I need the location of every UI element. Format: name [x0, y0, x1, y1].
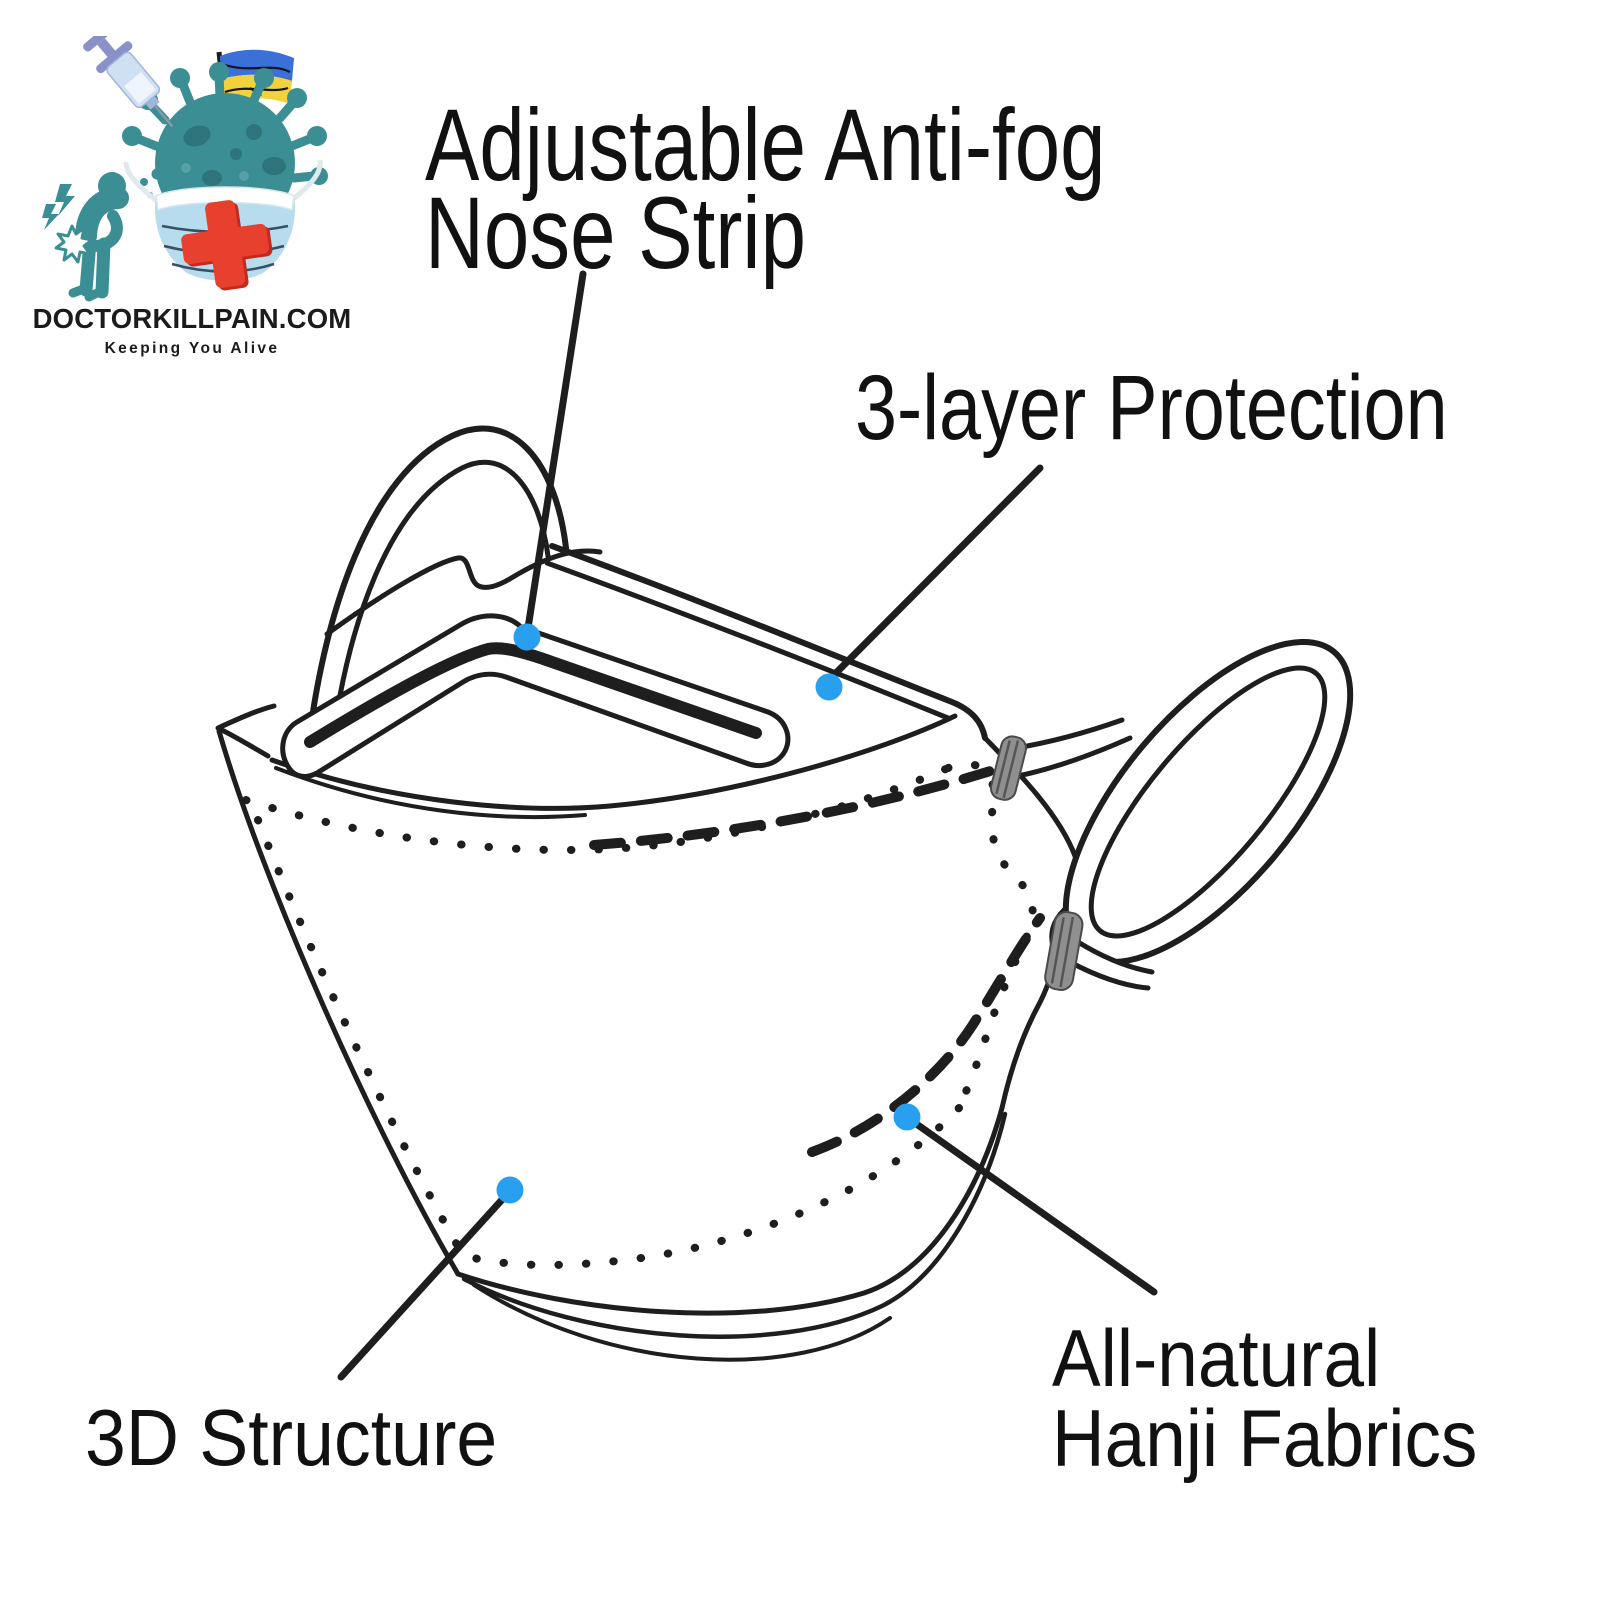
pain-lightning-bolts — [42, 184, 75, 230]
lower-strap-bottom — [1067, 959, 1151, 991]
fold-crease — [269, 713, 958, 811]
nose-strip-band — [280, 613, 791, 779]
fold-crease-2 — [274, 766, 587, 820]
chin-curve-3 — [472, 1283, 892, 1362]
virus-highlights — [181, 163, 249, 181]
dot-structure — [496, 1176, 524, 1204]
right-earloop-inner — [1088, 665, 1328, 939]
top-flap-ridge-inner — [544, 560, 951, 721]
left-earloop-inner — [327, 459, 551, 765]
person-torso — [75, 187, 129, 247]
callout-fabric-line1: All-natural — [1052, 1314, 1381, 1404]
person-feet — [68, 283, 108, 302]
top-flap-ridge-outer — [549, 543, 988, 741]
corner-fold — [215, 703, 277, 759]
logo-mask-top-band — [155, 186, 295, 212]
syringe-icon — [83, 36, 174, 128]
upper-strap-bottom — [1015, 735, 1133, 779]
chin-curve-2 — [461, 1111, 1008, 1339]
upper-strap-fill — [1012, 716, 1131, 775]
left-earloop-outer — [303, 425, 569, 769]
leader-fabric — [904, 1114, 1158, 1296]
lower-strap-fill — [1068, 942, 1152, 991]
panel-left-edge — [216, 728, 461, 1277]
flap-fold-wave — [324, 548, 603, 637]
dot-fabric — [893, 1103, 921, 1131]
dot-nose-strip — [513, 623, 541, 651]
lower-strap-tab — [1044, 911, 1084, 991]
logo-illustration — [42, 36, 328, 302]
nose-wire — [304, 642, 762, 748]
person-legs — [79, 235, 111, 299]
callout-fabric: All-natural Hanji Fabrics — [1052, 1314, 1478, 1484]
flag-blue-stripe — [220, 49, 294, 81]
sick-person-icon — [42, 168, 177, 302]
callout-protection: 3-layer Protection — [855, 357, 1448, 459]
callout-nose-strip-line1: Adjustable Anti-fog — [425, 88, 1106, 202]
upper-strap-tab — [989, 735, 1028, 801]
logo-mask-straps — [123, 159, 323, 204]
virus-spots — [183, 124, 286, 186]
pleat-dashed-lower — [807, 913, 1045, 1157]
callout-nose-strip-line2: Nose Strip — [425, 176, 806, 290]
dot-protection — [815, 673, 843, 701]
logo-mask — [123, 159, 323, 291]
pain-starburst — [54, 224, 94, 264]
brand-name: DOCTORKILLPAIN.COM — [32, 303, 352, 334]
leader-structure — [337, 1188, 513, 1381]
callout-structure: 3D Structure — [85, 1393, 498, 1482]
red-cross-icon — [181, 200, 273, 291]
brand-tagline: Keeping You Alive — [104, 340, 280, 357]
callout-nose-strip: Adjustable Anti-fog Nose Strip — [425, 88, 1106, 290]
chin-curve-1 — [455, 1105, 1005, 1316]
leader-nose-strip — [524, 270, 587, 632]
brand-logo — [22, 36, 362, 308]
callout-fabric-line2: Hanji Fabrics — [1052, 1394, 1478, 1484]
pleat-dashed-upper — [589, 763, 1005, 850]
leader-protection — [823, 464, 1044, 686]
upper-strap-top — [1013, 717, 1125, 751]
lower-strap-top — [1075, 939, 1155, 975]
right-earloop — [1062, 639, 1354, 965]
